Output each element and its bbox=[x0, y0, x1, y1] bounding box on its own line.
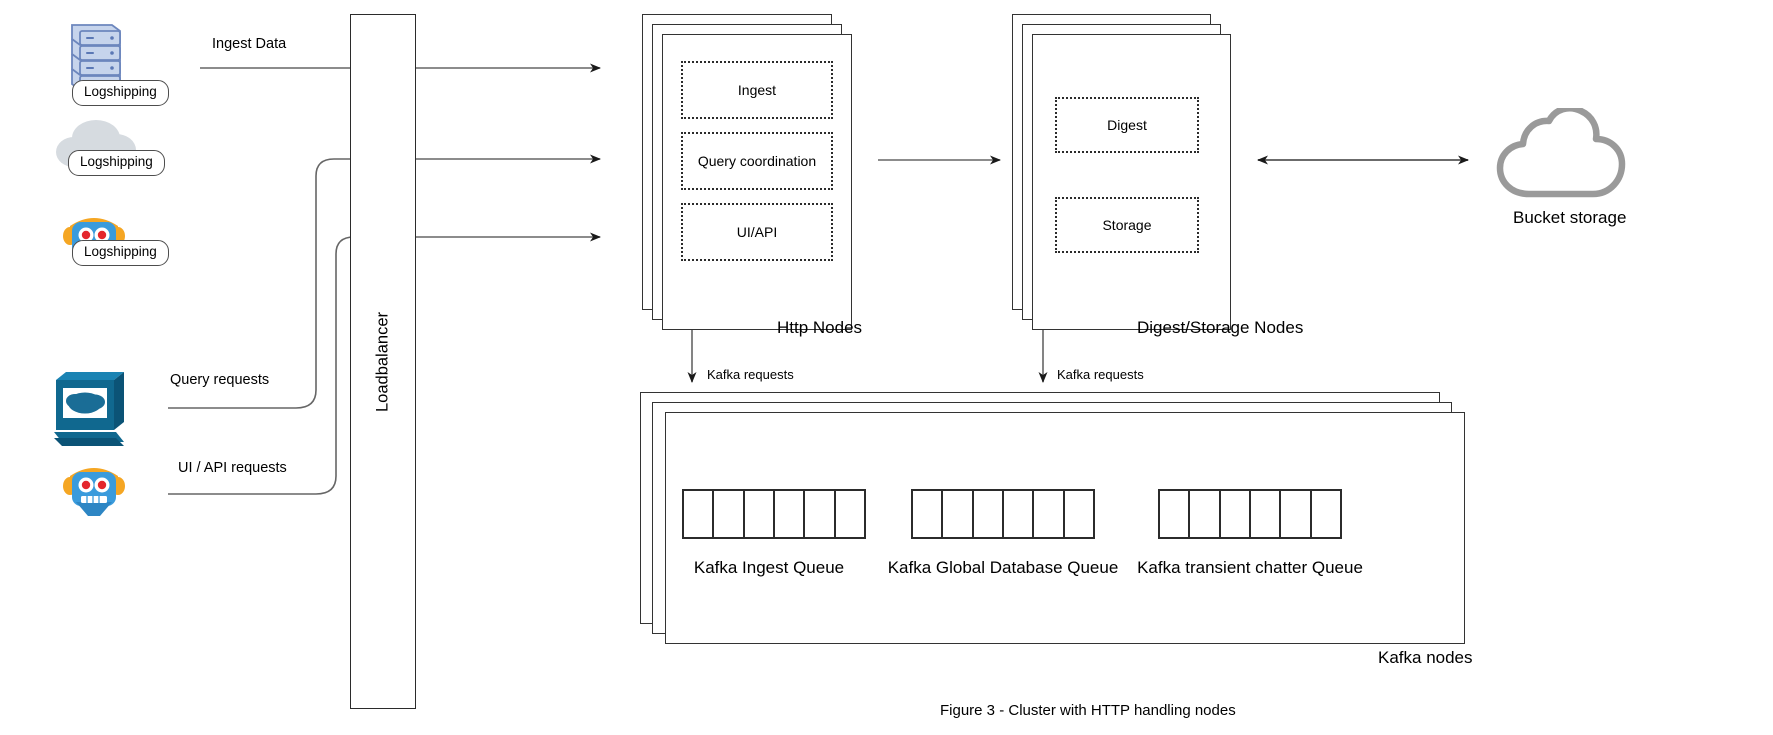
flow-label-kafka-requests-digest: Kafka requests bbox=[1057, 367, 1144, 382]
kafka-nodes-title: Kafka nodes bbox=[1378, 648, 1473, 667]
queue-cell bbox=[836, 491, 864, 537]
figure-caption: Figure 3 - Cluster with HTTP handling no… bbox=[940, 702, 1236, 719]
kafka-ingest-queue[interactable] bbox=[682, 489, 866, 539]
kafka-global-database-queue-label: Kafka Global Database Queue bbox=[887, 558, 1119, 577]
queue-cell bbox=[1034, 491, 1065, 537]
flow-label-ingest-data: Ingest Data bbox=[212, 36, 287, 52]
queue-cell bbox=[1281, 491, 1312, 537]
queue-cell bbox=[1190, 491, 1221, 537]
robot-client-icon bbox=[62, 458, 126, 520]
flow-label-ui-api-requests: UI / API requests bbox=[178, 460, 287, 476]
queue-cell bbox=[1004, 491, 1035, 537]
bucket-storage-label: Bucket storage bbox=[1513, 208, 1627, 227]
http-component-query-coordination[interactable]: Query coordination bbox=[681, 132, 833, 190]
digest-node-card-front[interactable]: Digest Storage bbox=[1032, 34, 1231, 330]
queue-cell bbox=[974, 491, 1004, 537]
bucket-storage-cloud-icon bbox=[1495, 105, 1640, 200]
queue-cell bbox=[1065, 491, 1093, 537]
http-node-card-front[interactable]: Ingest Query coordination UI/API bbox=[662, 34, 852, 330]
digest-component-storage[interactable]: Storage bbox=[1055, 197, 1199, 253]
queue-cell bbox=[1221, 491, 1251, 537]
queue-cell bbox=[684, 491, 715, 537]
http-component-ui-api[interactable]: UI/API bbox=[681, 203, 833, 261]
queue-cell bbox=[1160, 491, 1191, 537]
queue-cell bbox=[805, 491, 836, 537]
flow-label-kafka-requests-http: Kafka requests bbox=[707, 367, 794, 382]
kafka-ingest-queue-label: Kafka Ingest Queue bbox=[693, 558, 845, 577]
queue-cell bbox=[775, 491, 806, 537]
queue-cell bbox=[745, 491, 775, 537]
queue-cell bbox=[714, 491, 745, 537]
queue-cell bbox=[1251, 491, 1282, 537]
kafka-node-card-front[interactable]: Kafka Ingest Queue Kafka Global Database… bbox=[665, 412, 1465, 644]
loadbalancer-box[interactable]: Loadbalancer bbox=[350, 14, 416, 709]
flow-label-query-requests: Query requests bbox=[170, 372, 270, 388]
digest-storage-nodes-title: Digest/Storage Nodes bbox=[1137, 318, 1304, 337]
queue-cell bbox=[943, 491, 974, 537]
kafka-transient-chatter-queue[interactable] bbox=[1158, 489, 1342, 539]
source-label-logshipping-2: Logshipping bbox=[68, 150, 165, 176]
source-label-logshipping-1: Logshipping bbox=[72, 80, 169, 106]
http-nodes-title: Http Nodes bbox=[777, 318, 863, 337]
queue-cell bbox=[913, 491, 944, 537]
source-label-logshipping-3: Logshipping bbox=[72, 240, 169, 266]
kafka-transient-chatter-queue-label: Kafka transient chatter Queue bbox=[1137, 558, 1363, 577]
http-component-ingest[interactable]: Ingest bbox=[681, 61, 833, 119]
kafka-global-database-queue[interactable] bbox=[911, 489, 1095, 539]
queue-cell bbox=[1312, 491, 1340, 537]
digest-component-digest[interactable]: Digest bbox=[1055, 97, 1199, 153]
loadbalancer-label: Loadbalancer bbox=[373, 311, 392, 412]
workstation-icon bbox=[52, 368, 128, 446]
